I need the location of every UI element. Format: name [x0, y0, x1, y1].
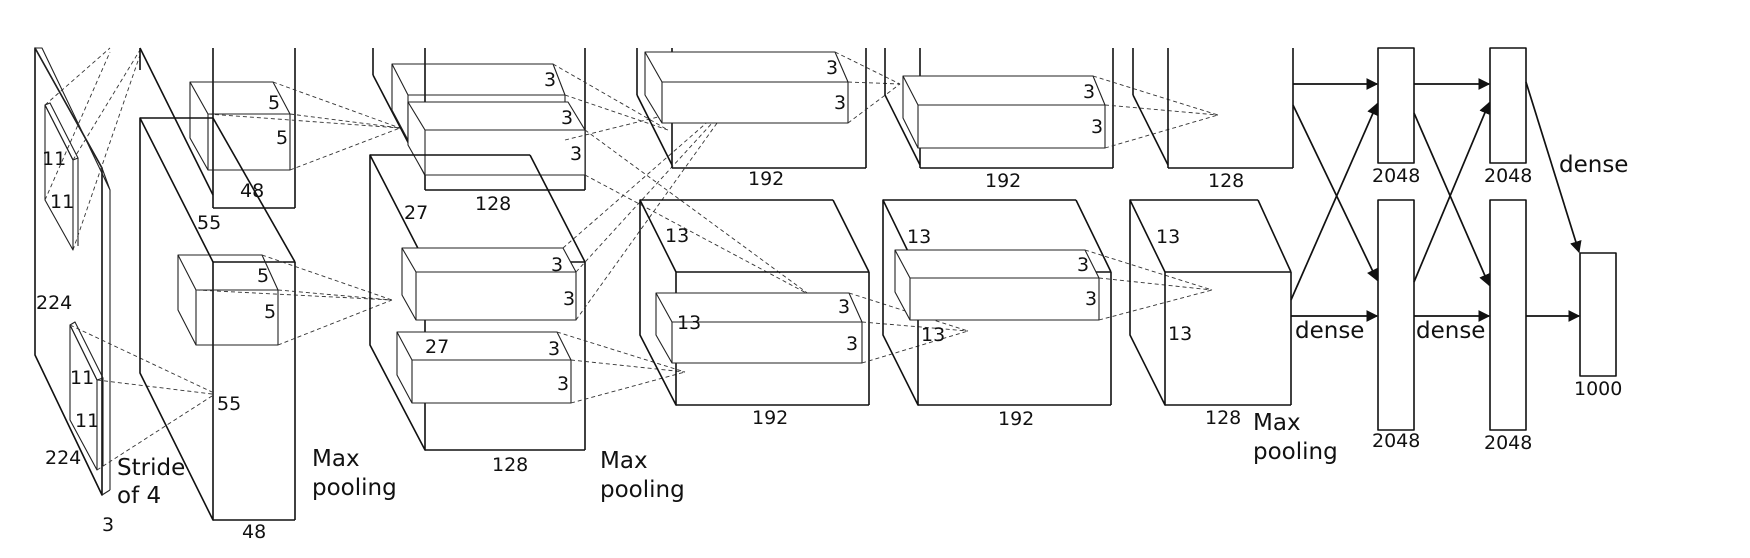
- conv5-bottom: 13 13 128: [1129, 199, 1292, 429]
- conv2-kernel-bottom-label-c: 3: [548, 338, 560, 360]
- arrow-fc2-top-output: [1525, 81, 1582, 254]
- conv1-size-bottom-label: 55: [217, 393, 241, 415]
- fc1: 2048 2048: [1372, 47, 1420, 452]
- conv1-kernel-top-label-b: 5: [276, 127, 288, 149]
- conv1-size-label: 55: [197, 212, 221, 234]
- output-block: [1579, 252, 1617, 377]
- arrow-conv5-top-fc1-bottom: [1292, 104, 1378, 282]
- arrow-fc1-top-fc2-bottom: [1413, 112, 1491, 287]
- conv3-kernel-top-label-b: 3: [834, 92, 846, 114]
- dense-connections: [1290, 78, 1582, 322]
- pool1-label-line1: Max: [312, 446, 360, 472]
- conv2-top: 3 3 3 128: [372, 48, 586, 215]
- input-depth-label: 3: [102, 514, 114, 536]
- conv2-kernel-top-label-a: 3: [544, 69, 556, 91]
- input-height-label: 224: [36, 292, 72, 314]
- stride-label-line1: Stride: [117, 455, 185, 481]
- conv4-bottom: 13 13 3 3 192: [882, 199, 1112, 430]
- input-kernel-top-label-b: 11: [50, 191, 74, 213]
- conv3-kernel-bottom-label-a: 3: [838, 296, 850, 318]
- conv3-top: 3 3 192: [636, 48, 867, 190]
- input-kernel-bottom-label-a: 11: [70, 367, 94, 389]
- pool2-label-line1: Max: [600, 448, 648, 474]
- conv2-size-label: 27: [404, 202, 428, 224]
- conv4-kernel-top-label-a: 3: [1083, 81, 1095, 103]
- conv1-top: 5 5 48 55: [139, 47, 296, 234]
- conv2-depth-top-label: 128: [475, 193, 511, 215]
- arrow-conv5-bottom-fc1-top: [1290, 102, 1379, 301]
- projection-conv2-conv3: [552, 63, 811, 404]
- input-kernel-bottom-label-b: 11: [75, 410, 99, 432]
- conv3-size-inner-label: 13: [677, 312, 701, 334]
- conv2-kernel-bottom-label-d: 3: [557, 373, 569, 395]
- conv5-depth-top-label: 128: [1208, 170, 1244, 192]
- conv4-size-label: 13: [907, 226, 931, 248]
- conv2-kernel-bottom-label-b: 3: [563, 288, 575, 310]
- fc2-top-block: [1489, 47, 1527, 164]
- fc1-size-top-label: 2048: [1372, 165, 1420, 187]
- input-width-label: 224: [45, 447, 81, 469]
- projection-input-conv1: [44, 47, 213, 471]
- pool2-label-line2: pooling: [600, 477, 685, 503]
- conv3-depth-top-label: 192: [748, 168, 784, 190]
- conv2-size-inner-label: 27: [425, 336, 449, 358]
- conv4-top: 3 3 192: [884, 48, 1114, 192]
- conv4-kernel-bottom-label-a: 3: [1077, 254, 1089, 276]
- conv1-depth-top-label: 48: [240, 180, 264, 202]
- conv4-depth-top-label: 192: [985, 170, 1021, 192]
- conv3-bottom: 13 13 3 3 192: [639, 199, 870, 429]
- fc2-size-bottom-label: 2048: [1484, 432, 1532, 454]
- conv2-kernel-top-label-b: 3: [561, 107, 573, 129]
- fc1-bottom-block: [1377, 199, 1415, 431]
- projection-conv3-conv4: [834, 51, 969, 364]
- conv2-kernel-top-label-c: 3: [570, 143, 582, 165]
- conv3-kernel-bottom-label-b: 3: [846, 333, 858, 355]
- conv5-size-label: 13: [1156, 226, 1180, 248]
- conv1-kernel-top-label-a: 5: [268, 92, 280, 114]
- fc2-bottom-block: [1489, 199, 1527, 431]
- conv5-size-inner-label: 13: [1168, 323, 1192, 345]
- conv3-size-label: 13: [665, 225, 689, 247]
- conv4-depth-bottom-label: 192: [998, 408, 1034, 430]
- conv3-depth-bottom-label: 192: [752, 407, 788, 429]
- fc2-size-top-label: 2048: [1484, 165, 1532, 187]
- conv1-kernel-bottom-label-b: 5: [264, 301, 276, 323]
- conv4-top-kernel: [902, 75, 1106, 149]
- fc1-top-block: [1377, 47, 1415, 164]
- input-kernel-top: [44, 104, 74, 251]
- conv5-top: 128: [1132, 48, 1294, 192]
- conv4-bottom-kernel: [894, 249, 1100, 321]
- pool1-label-line2: pooling: [312, 475, 397, 501]
- conv3-top-kernel: [644, 51, 849, 124]
- input-layer: 11 11 11 11 224 224 3 Stride of 4: [34, 47, 185, 536]
- arrow-fc1-bottom-fc2-top: [1413, 101, 1491, 283]
- conv1-bottom: 5 5 55 48: [139, 117, 296, 543]
- conv2-bottom-kernel-a: [401, 247, 577, 321]
- fc2-dense-label: dense: [1416, 318, 1485, 344]
- conv1-depth-bottom-label: 48: [242, 521, 266, 543]
- pool3-label-line1: Max: [1253, 410, 1301, 436]
- pool3-label-line2: pooling: [1253, 439, 1338, 465]
- conv2-bottom-kernel-b: [396, 331, 572, 404]
- stride-label-line2: of 4: [117, 483, 161, 509]
- conv4-size-inner-label: 13: [921, 324, 945, 346]
- conv4-kernel-bottom-label-b: 3: [1085, 288, 1097, 310]
- projection-conv4-conv5: [1084, 75, 1219, 321]
- conv5-depth-bottom-label: 128: [1205, 407, 1241, 429]
- fc3-dense-label: dense: [1559, 152, 1628, 178]
- output-layer: 1000: [1574, 252, 1622, 400]
- input-volume-bottom-edge: [101, 489, 111, 496]
- conv2-kernel-bottom-label-a: 3: [551, 254, 563, 276]
- output-size-label: 1000: [1574, 378, 1622, 400]
- fc2: 2048 2048: [1484, 47, 1532, 454]
- fc1-dense-label: dense: [1295, 318, 1364, 344]
- conv2-depth-bottom-label: 128: [492, 454, 528, 476]
- conv4-kernel-top-label-b: 3: [1091, 116, 1103, 138]
- conv1-kernel-bottom-label-a: 5: [257, 265, 269, 287]
- fc1-size-bottom-label: 2048: [1372, 430, 1420, 452]
- conv2-top-kernel-front: [407, 101, 586, 176]
- conv3-kernel-top-label-a: 3: [826, 57, 838, 79]
